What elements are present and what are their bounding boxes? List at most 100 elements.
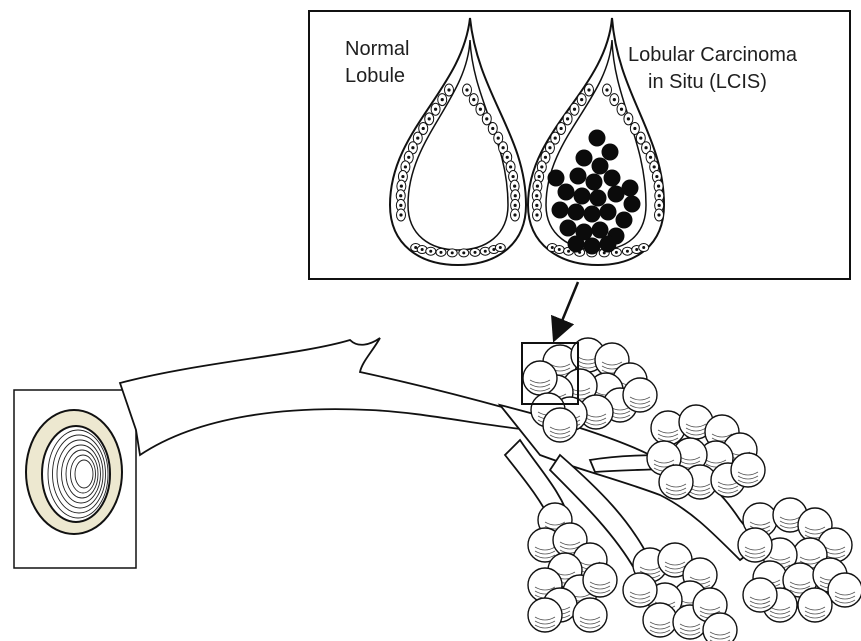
tumor-cell [568,236,585,253]
alveolus [743,578,777,612]
wall-cell-nucleus [451,251,454,254]
alveolus [573,598,607,632]
wall-cell-nucleus [658,204,661,207]
lcis-label-line2: in Situ (LCIS) [648,69,767,96]
wall-cell-nucleus [506,156,509,159]
wall-cell-nucleus [501,146,504,149]
wall-cell-nucleus [548,146,551,149]
wall-cell-nucleus [566,117,569,120]
alveolus [583,563,617,597]
wall-cell-nucleus [587,88,590,91]
wall-cell-nucleus [639,136,642,139]
tumor-cell [602,144,619,161]
tumor-cell [584,238,601,255]
pointer-arrow [555,282,578,338]
tumor-cell [552,202,569,219]
wall-cell-nucleus [462,251,465,254]
wall-cell-nucleus [644,146,647,149]
wall-cell-nucleus [513,213,516,216]
alveolus [523,361,557,395]
normal-lobule-label-line1: Normal [345,36,409,63]
wall-cell-nucleus [657,185,660,188]
alveolus [623,573,657,607]
tumor-cell [600,204,617,221]
wall-cell-nucleus [514,194,517,197]
wall-cell-nucleus [620,108,623,111]
wall-cell-nucleus [411,146,414,149]
normal-lobule-label-line2: Lobule [345,63,405,90]
wall-cell-nucleus [428,117,431,120]
tumor-cell [548,170,565,187]
wall-cell-nucleus [657,213,660,216]
wall-cell-nucleus [434,108,437,111]
wall-cell-nucleus [535,194,538,197]
wall-cell-nucleus [653,165,656,168]
wall-cell-nucleus [567,250,570,253]
wall-cell-nucleus [491,127,494,130]
wall-cell-nucleus [414,246,417,249]
wall-cell-nucleus [472,98,475,101]
wall-cell-nucleus [485,117,488,120]
tumor-cell [574,188,591,205]
alveolus [731,453,765,487]
wall-cell-nucleus [399,194,402,197]
wall-cell-nucleus [655,175,658,178]
wall-cell-nucleus [536,185,539,188]
wall-cell-nucleus [404,165,407,168]
lcis-label-line1: Lobular Carcinoma [628,42,797,69]
wall-cell-nucleus [407,156,410,159]
wall-cell-nucleus [615,251,618,254]
wall-cell-nucleus [626,250,629,253]
tumor-cell [624,196,641,213]
tumor-cell [586,174,603,191]
alveolus [703,613,737,641]
wall-cell-nucleus [400,185,403,188]
wall-cell-nucleus [551,246,554,249]
wall-cell-nucleus [441,98,444,101]
wall-cell-nucleus [511,175,514,178]
tumor-cell [570,168,587,185]
tumor-cell [589,130,606,147]
wall-cell-nucleus [554,136,557,139]
wall-cell-nucleus [573,108,576,111]
wall-cell-nucleus [465,88,468,91]
tumor-cell [604,170,621,187]
wall-cell-nucleus [540,165,543,168]
alveolus [528,598,562,632]
wall-cell-nucleus [535,204,538,207]
tumor-cell [558,184,575,201]
wall-cell-nucleus [513,185,516,188]
tumor-cell [568,204,585,221]
wall-cell-nucleus [421,248,424,251]
alveolus [738,528,772,562]
wall-cell-nucleus [635,248,638,251]
wall-cell-nucleus [447,88,450,91]
wall-cell-nucleus [605,88,608,91]
wall-cell-nucleus [535,213,538,216]
wall-cell-nucleus [479,108,482,111]
wall-cell-nucleus [613,98,616,101]
wall-cell-nucleus [642,246,645,249]
wall-cell-nucleus [399,213,402,216]
wall-cell-nucleus [399,204,402,207]
wall-cell-nucleus [538,175,541,178]
wall-cell-nucleus [633,127,636,130]
wall-cell-nucleus [514,204,517,207]
duct-cross-section-icon [14,390,136,568]
wall-cell-nucleus [658,194,661,197]
alveolus [828,573,861,607]
alveolus [643,603,677,637]
alveolus [659,465,693,499]
tumor-cell [600,236,617,253]
wall-cell-nucleus [484,250,487,253]
alveolus [798,588,832,622]
wall-cell-nucleus [627,117,630,120]
wall-cell-nucleus [422,127,425,130]
tumor-cell [622,180,639,197]
tumor-cell [590,190,607,207]
wall-cell-nucleus [649,156,652,159]
wall-cell-nucleus [439,251,442,254]
wall-cell-nucleus [429,250,432,253]
alveolus [623,378,657,412]
